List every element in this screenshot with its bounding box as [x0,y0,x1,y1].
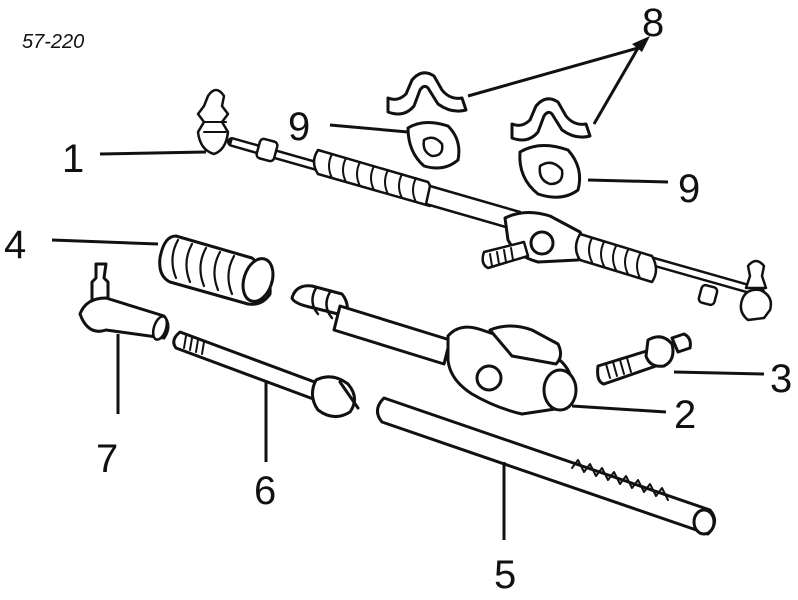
rack-bar [376,396,716,536]
left-tie-rod-end [196,88,279,163]
rack-boot [158,234,275,306]
reference-code: 57-220 [22,31,84,53]
right-tie-rod-end [697,259,773,322]
tie-rod-end-part [78,262,170,341]
steering-rack-assembly [196,88,773,322]
callout-4: 4 [4,223,26,267]
mount-bushing-left [406,121,461,170]
pinion-shaft [596,332,692,386]
callout-1: 1 [62,137,84,181]
callout-7: 7 [96,437,118,481]
callout-9b: 9 [678,167,700,211]
callout-8: 8 [642,1,664,45]
callout-6: 6 [254,469,276,513]
callout-5: 5 [494,553,516,597]
callout-3: 3 [770,357,792,401]
callout-2: 2 [674,393,696,437]
leader-lines [51,36,765,540]
left-bellows [312,148,434,208]
right-bellows [574,232,658,284]
rack-housing [290,284,578,416]
inner-tie-rod [172,330,360,418]
mount-clamp-left [386,71,468,116]
mount-clamp-right [510,97,592,142]
callout-9a: 9 [288,105,310,149]
mount-bushing-right [518,144,582,199]
